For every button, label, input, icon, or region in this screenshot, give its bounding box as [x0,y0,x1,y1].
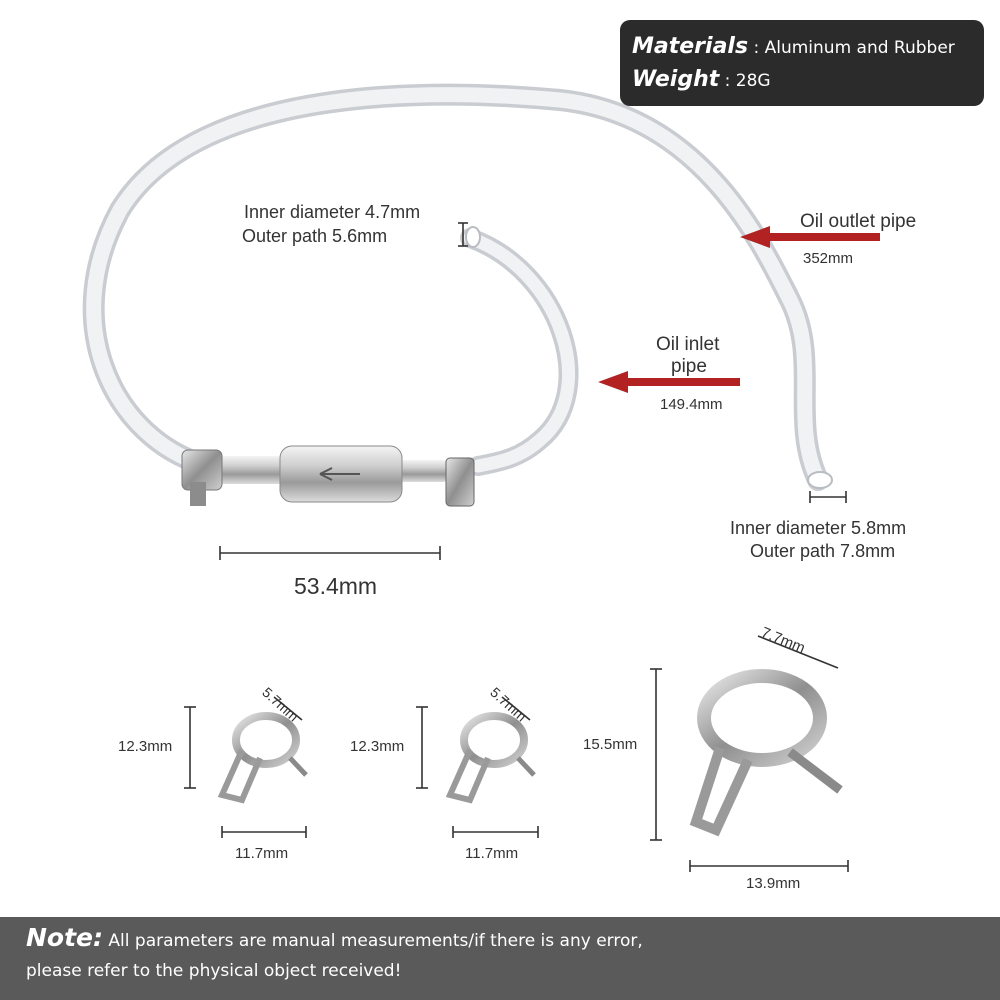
dimension-lines [219,222,847,560]
materials-row: Materials : Aluminum and Rubber [632,34,955,59]
clamp-1-base: 11.7mm [235,845,289,862]
weight-value: 28G [735,71,771,91]
filter-length: 53.4mm [294,573,378,599]
inlet-pipe-label-1: Oil inlet [656,334,720,355]
inlet-arrow-icon [598,371,740,393]
materials-value: Aluminum and Rubber [764,38,955,58]
inlet-inner-diameter: Inner diameter 4.7mm [244,202,421,222]
clamp-small-2 [416,696,539,838]
clamp-2-height: 12.3mm [350,738,405,755]
note-label: Note: [26,923,104,952]
materials-label: Materials [632,34,749,59]
clamp-large [650,635,849,872]
clamp-small-1 [184,696,308,838]
clamp-2-base: 11.7mm [465,845,519,862]
clamp-3-height: 15.5mm [583,736,638,753]
weight-label: Weight [632,67,720,92]
outlet-pipe-label: Oil outlet pipe [800,211,917,232]
hose-end-inlet [465,226,481,248]
outlet-arrow-icon [740,226,880,248]
weight-row: Weight : 28G [632,67,771,92]
outlet-outer-path: Outer path 7.8mm [750,541,896,561]
inlet-pipe-length: 149.4mm [660,396,723,413]
note-bar: Note: All parameters are manual measurem… [0,917,1000,1000]
clamp-3-base: 13.9mm [746,875,801,892]
inlet-outer-path: Outer path 5.6mm [242,226,388,246]
clamp-1-height: 12.3mm [118,738,173,755]
outlet-inner-diameter: Inner diameter 5.8mm [730,518,907,538]
specs-panel: Materials : Aluminum and Rubber Weight :… [620,20,984,106]
note-line-1: Note: All parameters are manual measurem… [26,923,974,956]
fuel-filter [181,445,475,507]
note-text-1: All parameters are manual measurements/i… [108,931,643,951]
arrows [598,226,880,393]
hose [82,83,833,491]
note-text-2: please refer to the physical object rece… [26,961,402,981]
hose-end-outlet [807,471,833,489]
outlet-pipe-length: 352mm [803,250,854,267]
inlet-pipe-label-2: pipe [671,356,707,377]
